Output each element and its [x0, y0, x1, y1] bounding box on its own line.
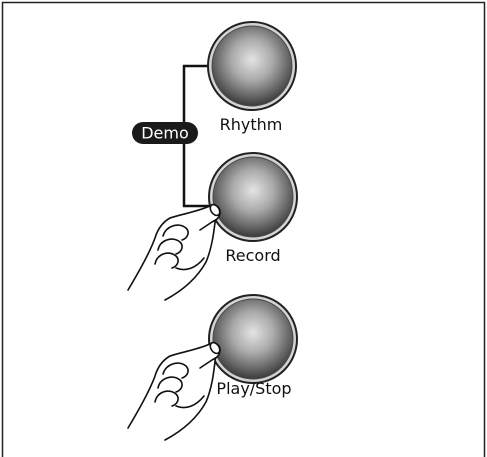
hand-pointer-icon: [127, 341, 221, 441]
play-stop-button[interactable]: [208, 294, 298, 384]
record-button[interactable]: [208, 152, 298, 242]
record-button-label: Record: [225, 246, 280, 265]
rhythm-button[interactable]: [207, 21, 297, 111]
rhythm-button-label: Rhythm: [220, 115, 283, 134]
demo-badge-label: Demo: [141, 124, 189, 143]
demo-badge: Demo: [132, 122, 198, 144]
play-stop-button-label: Play/Stop: [216, 379, 291, 398]
hand-pointer-icon: [127, 203, 221, 301]
